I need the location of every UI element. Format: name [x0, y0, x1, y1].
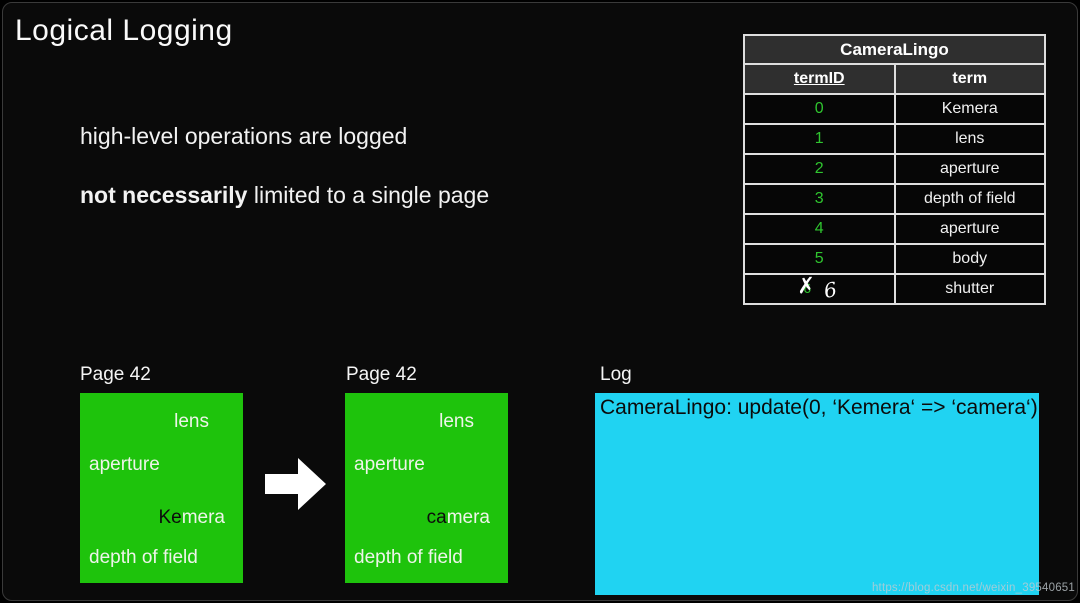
page-title: Logical Logging [15, 14, 233, 47]
right-arrow-icon [265, 458, 326, 510]
page-entry-depth-of-field: depth of field [354, 547, 463, 568]
page-entry-depth-of-field: depth of field [89, 547, 198, 568]
termid-cell: 5 [743, 243, 896, 275]
page-before-label: Page 42 [80, 364, 151, 385]
column-header-term: term [893, 63, 1046, 95]
term-highlighted-part: Ke [158, 507, 182, 528]
bullet-line-1: high-level operations are logged [80, 123, 408, 149]
table-row: 5 body [743, 243, 1046, 275]
page-entry-lens: lens [174, 411, 209, 432]
term-cell: shutter [893, 273, 1046, 305]
termid-cell: 0 [743, 93, 896, 125]
term-highlighted-part: ca [426, 507, 447, 528]
term-cell: Kemera [893, 93, 1046, 125]
page-box-after: lens aperture camera depth of field [345, 393, 508, 583]
log-record: CameraLingo: update(0, ‘Kemera‘ => ‘came… [600, 396, 1038, 419]
log-box: CameraLingo: update(0, ‘Kemera‘ => ‘came… [595, 393, 1039, 595]
bullet-line-2: not necessarily limited to a single page [80, 182, 489, 209]
term-cell: body [893, 243, 1046, 275]
cross-out-mark-icon: ✗ [796, 272, 817, 300]
termid-cell-crossed: 6✗6 [743, 272, 896, 305]
table-row: 2 aperture [743, 153, 1046, 185]
page-entry-term: camera [427, 507, 490, 529]
table-row: 0 Kemera [743, 93, 1046, 125]
page-box-before: lens aperture Kemera depth of field [80, 393, 243, 583]
table-title: CameraLingo [743, 34, 1046, 65]
bullet-line-2-rest: limited to a single page [247, 182, 490, 208]
termid-cell: 4 [743, 213, 896, 245]
column-header-termid: termID [743, 63, 896, 95]
table-row: 4 aperture [743, 213, 1046, 245]
table-row-annotated: 6✗6 shutter [743, 272, 1046, 305]
table-title-row: CameraLingo [743, 34, 1046, 65]
page-entry-term: Kemera [158, 507, 225, 529]
cameralingo-table: CameraLingo termID term 0 Kemera 1 lens … [743, 34, 1046, 305]
log-label: Log [600, 364, 632, 385]
page-after-label: Page 42 [346, 364, 417, 385]
crossed-termid: 6✗ [796, 272, 817, 300]
term-rest-part: mera [446, 507, 490, 528]
term-cell: lens [893, 123, 1046, 155]
termid-cell: 2 [743, 153, 896, 185]
term-rest-part: mera [181, 507, 225, 528]
termid-cell: 3 [743, 183, 896, 215]
term-cell: aperture [893, 153, 1046, 185]
termid-cell: 1 [743, 123, 896, 155]
term-cell: depth of field [893, 183, 1046, 215]
watermark-url: https://blog.csdn.net/weixin_39540651 [871, 582, 1075, 594]
page-entry-aperture: aperture [354, 454, 425, 475]
page-entry-aperture: aperture [89, 454, 160, 475]
table-header-row: termID term [743, 63, 1046, 95]
handwritten-termid: 6 [822, 276, 840, 303]
table-row: 3 depth of field [743, 183, 1046, 215]
bullet-line-2-bold: not necessarily [80, 182, 248, 208]
page-entry-lens: lens [439, 411, 474, 432]
table-row: 1 lens [743, 123, 1046, 155]
term-cell: aperture [893, 213, 1046, 245]
